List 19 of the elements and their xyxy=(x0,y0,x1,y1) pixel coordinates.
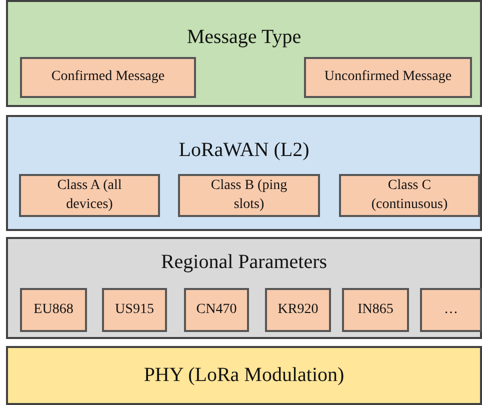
layer-band xyxy=(6,0,482,107)
layer-band xyxy=(6,346,482,405)
layer-title: PHY (LoRa Modulation) xyxy=(142,364,346,387)
item-box: Class C (continusous) xyxy=(339,174,480,217)
item-box: CN470 xyxy=(184,288,249,332)
layer-band xyxy=(6,237,482,339)
item-box: Class B (ping slots) xyxy=(178,174,320,217)
item-box: Unconfirmed Message xyxy=(304,57,472,98)
item-box: Class A (all devices) xyxy=(19,174,160,217)
layer-title: LoRaWAN (L2) xyxy=(178,139,310,162)
item-box: EU868 xyxy=(20,288,87,332)
layer-band xyxy=(6,115,482,231)
item-box: KR920 xyxy=(265,288,331,332)
layer-title: Message Type xyxy=(186,26,302,49)
item-box: … xyxy=(420,288,482,332)
layer-title: Regional Parameters xyxy=(160,251,328,274)
item-box: Confirmed Message xyxy=(20,57,196,98)
item-box: IN865 xyxy=(342,288,409,332)
item-box: US915 xyxy=(102,288,167,332)
